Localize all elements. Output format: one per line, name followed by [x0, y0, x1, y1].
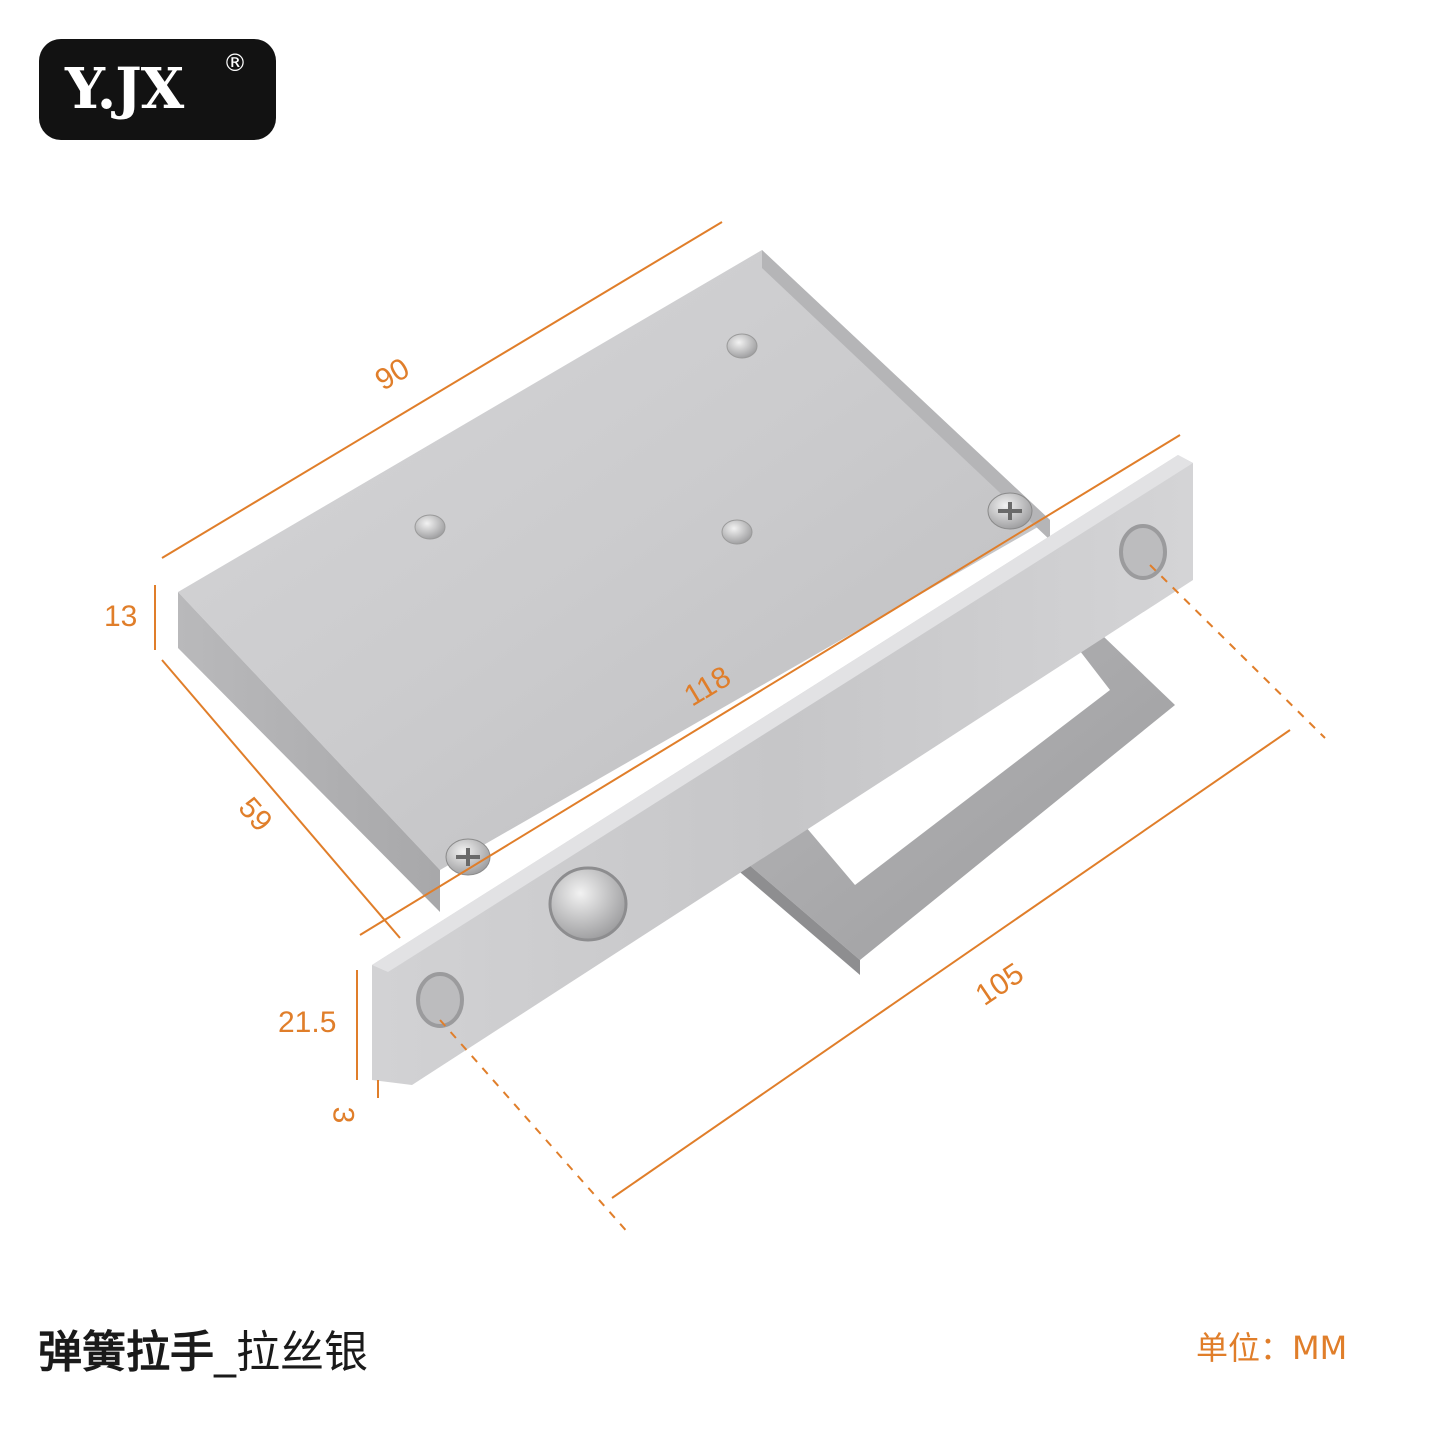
dimension-lines: [154, 221, 1326, 1236]
screw-icon: [987, 492, 1033, 530]
logo-text: Y.JX: [65, 56, 184, 122]
product-name: 弹簧拉手: [38, 1327, 214, 1378]
pull-ring-front: [720, 840, 860, 975]
product-title: 弹簧拉手_拉丝银: [38, 1316, 368, 1380]
dimension-plate-thickness: 3: [326, 1106, 360, 1124]
title-separator: _: [214, 1327, 236, 1378]
housing-front-face: [178, 592, 440, 912]
housing-right-edge: [762, 250, 1050, 540]
rivet: [726, 333, 758, 359]
push-button: [548, 866, 628, 942]
screw-icon: [445, 838, 491, 876]
plate-hole: [416, 972, 464, 1028]
plate-hole: [1119, 524, 1167, 580]
housing-top-face: [178, 250, 1050, 870]
rivet: [721, 519, 753, 545]
dimension-plate-width: 21.5: [278, 1006, 337, 1039]
brand-logo: Y.JX ®: [39, 39, 276, 140]
pull-ring-opening: [790, 625, 1110, 885]
registered-mark: ®: [223, 49, 247, 77]
dimension-thickness: 13: [104, 600, 138, 633]
product-finish: 拉丝银: [236, 1327, 368, 1378]
unit-label: 单位：MM: [1196, 1329, 1348, 1367]
rivet: [414, 514, 446, 540]
face-plate-edge: [372, 455, 1193, 972]
